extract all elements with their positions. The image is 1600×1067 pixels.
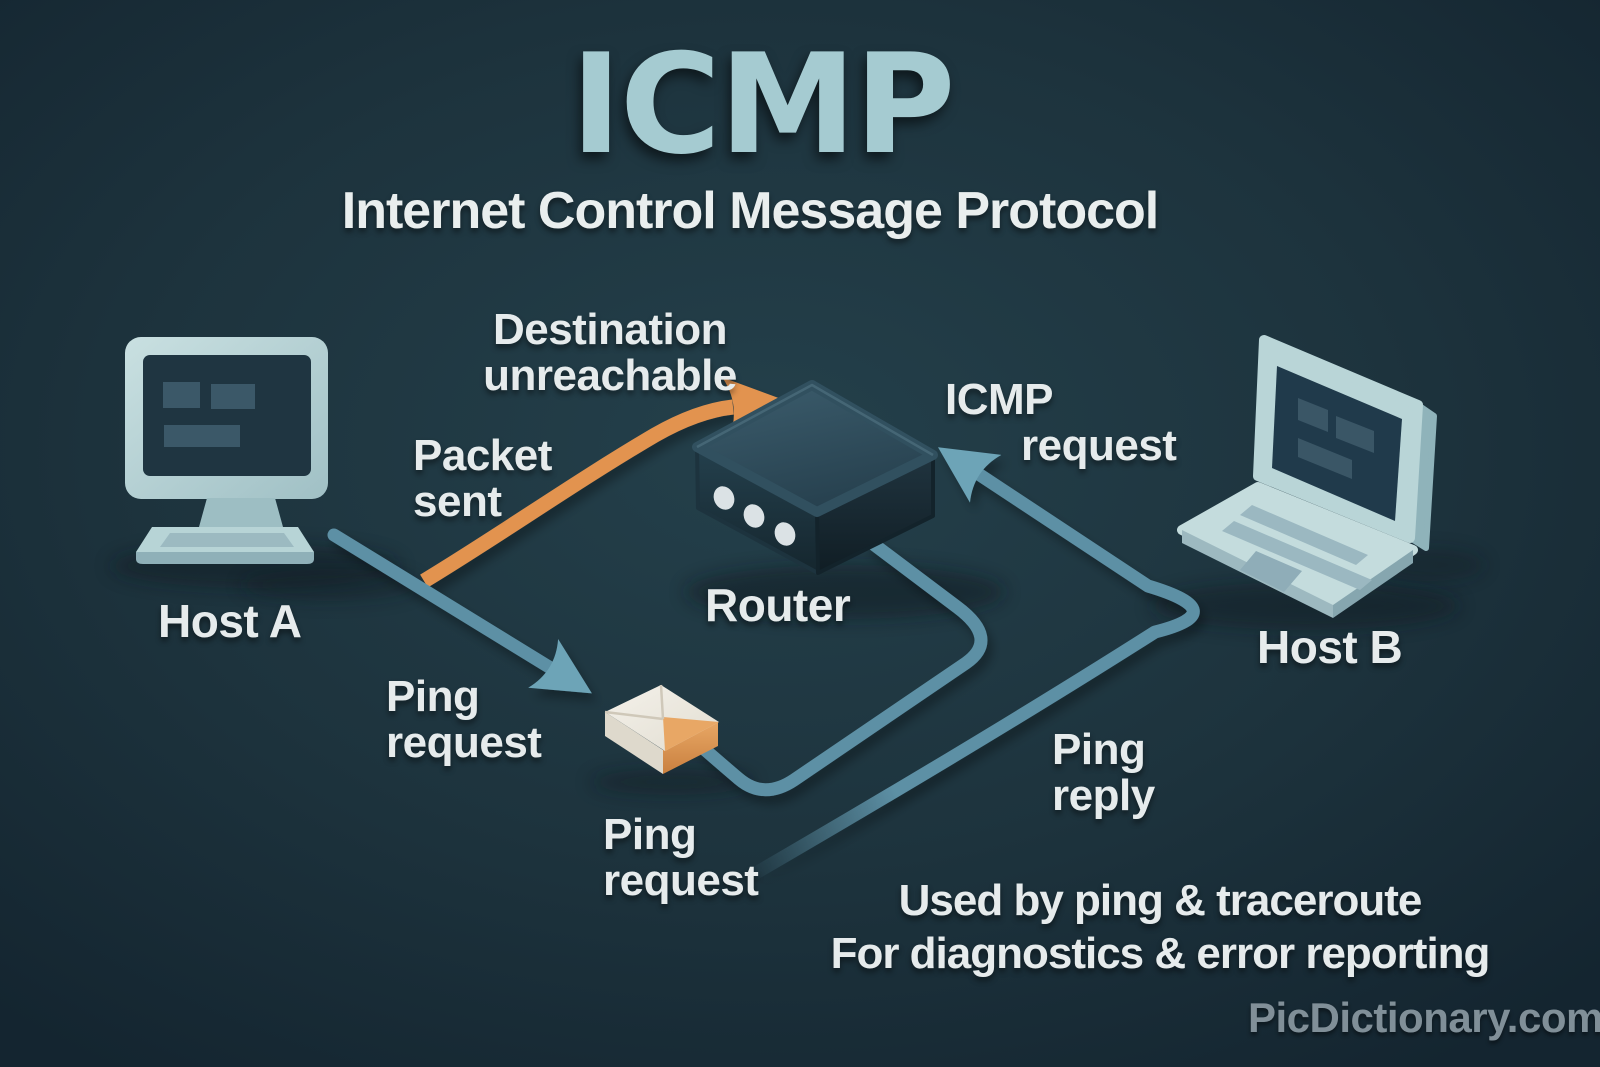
router-icon: [692, 380, 938, 575]
envelope-packet-icon: [604, 684, 719, 774]
usage-line: For diagnostics & error reporting: [830, 929, 1491, 978]
router-led-icon: [713, 486, 735, 510]
label-destination-unreachable: Destination unreachable: [483, 307, 737, 399]
label-line: Packet: [413, 431, 552, 480]
host-b-laptop-icon: [1177, 335, 1437, 618]
page-title: ICMP: [570, 24, 955, 185]
label-line: ICMP: [945, 375, 1054, 424]
packet-to-router-line: [696, 536, 988, 797]
label-line: unreachable: [483, 351, 737, 400]
label-host-a: Host A: [158, 595, 302, 647]
label-router: Router: [705, 579, 851, 631]
usage-line: Used by ping & traceroute: [898, 876, 1423, 925]
label-ping-request-host-a: Ping request: [386, 672, 542, 767]
icmp-request-arrow: [742, 447, 1200, 884]
label-line: request: [386, 718, 542, 767]
label-line: request: [1021, 421, 1177, 470]
label-line: Destination: [492, 305, 728, 354]
label-line: Ping: [603, 810, 697, 859]
router-led-icon: [743, 504, 765, 528]
label-packet-sent: Packet sent: [413, 433, 552, 525]
label-line: reply: [1052, 771, 1155, 820]
label-icmp-request: ICMP request: [945, 375, 1177, 470]
watermark: PicDictionary.com: [1248, 994, 1600, 1041]
flow-lines: [327, 377, 988, 797]
label-line: request: [603, 856, 759, 905]
label-line: sent: [413, 477, 502, 526]
label-ping-request-packet: Ping request: [603, 810, 759, 905]
label-ping-reply: Ping reply: [1052, 727, 1155, 819]
icmp-reply-flow: [742, 447, 1200, 884]
page-subtitle: Internet Control Message Protocol: [341, 182, 1159, 240]
label-line: Ping: [1052, 725, 1146, 774]
router-led-icon: [774, 522, 796, 546]
ping-request-arrow: [327, 528, 592, 694]
label-line: Ping: [386, 672, 480, 721]
host-a-computer-icon: [125, 337, 328, 564]
label-host-b: Host B: [1257, 621, 1403, 673]
usage-note: Used by ping & traceroute For diagnostic…: [830, 874, 1491, 980]
destination-unreachable-arrow: [420, 377, 787, 588]
